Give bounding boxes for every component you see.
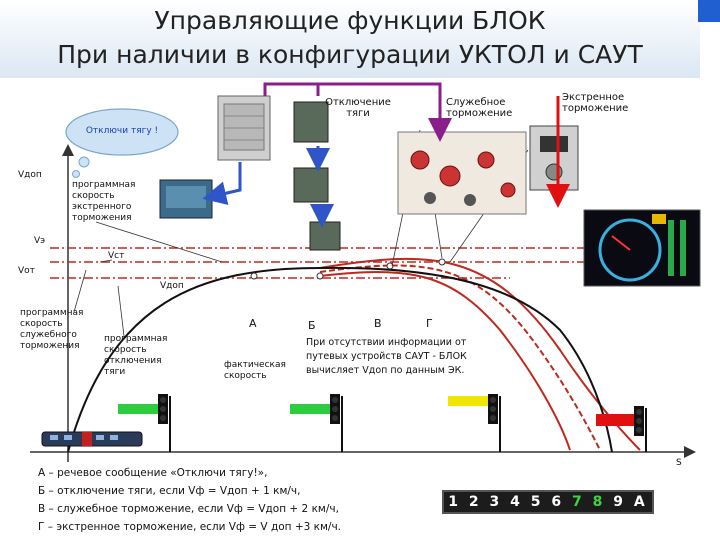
relay-block-icon (293, 101, 341, 251)
actual-speed-label: фактическая скорость (224, 360, 286, 381)
digit-strip: 1 2 3 4 5 6 7 8 9 A B C (442, 490, 654, 530)
title-line-2: При наличии в конфигурации УКТОЛ и САУТ (57, 40, 643, 69)
legend-item-b: Б – отключение тяги, если Vф = Vдоп + 1 … (38, 485, 301, 497)
v-dop-line-label: Vдоп (160, 281, 184, 291)
v-dop-axis-label: Vдоп (18, 170, 42, 180)
digit-strip-part-3: 9 A B C (530, 494, 648, 530)
header-band (0, 0, 700, 78)
signal-3 (448, 394, 501, 452)
klub-unit-icon (217, 95, 271, 161)
digit-strip-highlight: 7 8 (572, 494, 606, 510)
traction-program-curve (319, 271, 571, 451)
speech-bubble-text: Отключи тягу ! (85, 126, 159, 136)
actual-speed-curve (67, 266, 613, 453)
point-v-label: В (374, 317, 382, 330)
emergency-brake-label: Экстренное торможение (562, 92, 629, 114)
speech-bubble (65, 108, 179, 178)
brake-valve-panel-icon (397, 131, 527, 215)
traction-program-label: программная скорость отключения тяги (104, 334, 168, 377)
signal-2 (290, 394, 343, 452)
legend-item-a: А – речевое сообщение «Отключи тягу!», (38, 467, 268, 479)
v-e-axis-label: Vэ (34, 236, 46, 246)
service-program-curve (319, 264, 601, 451)
point-b-label: Б (308, 319, 316, 332)
v-st-label: Vст (108, 251, 125, 261)
signal-1 (118, 394, 171, 452)
emergency-valve-icon (529, 125, 579, 191)
legend-item-g: Г – экстренное торможение, если Vф = V д… (38, 521, 341, 533)
service-program-label: программная скорость служебного торможен… (20, 308, 84, 351)
signal-4 (596, 406, 647, 452)
train-icon (41, 431, 143, 447)
control-arrows (202, 82, 570, 228)
service-brake-label: Служебное торможение (446, 97, 513, 119)
legend-item-v: В – служебное торможение, если Vф = Vдоп… (38, 503, 339, 515)
v-ot-axis-label: Vот (18, 266, 35, 276)
cab-display-unit-icon (159, 179, 213, 219)
title-line-1: Управляющие функции БЛОК (154, 6, 546, 35)
traction-off-label: Отключение тяги (325, 97, 391, 119)
s-axis-label: S (676, 458, 682, 468)
corner-marker (698, 0, 720, 22)
curve-points (250, 258, 446, 280)
point-g-label: Г (426, 317, 433, 330)
info-note: При отсутствии информации от путевых уст… (306, 337, 467, 376)
emergency-program-label: программная скорость экстренного торможе… (72, 180, 136, 223)
point-a-label: А (249, 317, 257, 330)
digit-strip-part-1: 1 2 3 4 5 6 (448, 494, 572, 510)
legend: А – речевое сообщение «Отключи тягу!», Б… (38, 464, 341, 536)
speedometer-display-icon (583, 209, 701, 287)
axes (30, 144, 696, 462)
